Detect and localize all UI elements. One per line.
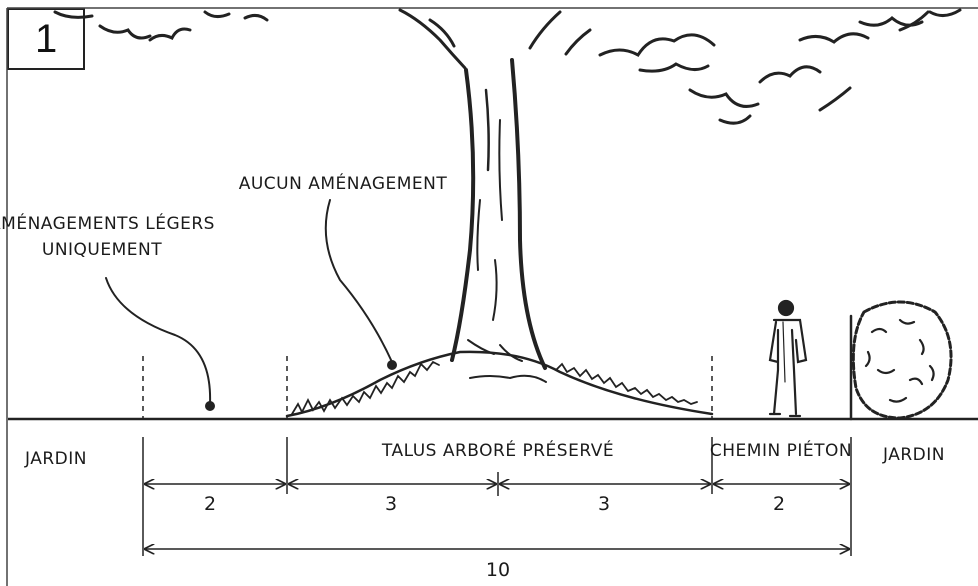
- annotation-no-development: AUCUN AMÉNAGEMENT: [239, 172, 448, 194]
- zone-label-garden-left: JARDIN: [24, 449, 87, 469]
- dimension-value-buffer: 2: [204, 493, 216, 515]
- annotation-light-only-line2: UNIQUEMENT: [42, 240, 162, 260]
- dimension-value-total: 10: [486, 559, 510, 581]
- zone-label-garden-right: JARDIN: [882, 445, 945, 465]
- dimension-extension-lines: [142, 437, 852, 556]
- embankment-mound-icon: [285, 350, 714, 418]
- dimension-value-embankment-left: 3: [385, 493, 397, 515]
- tree-canopy-icon: [53, 8, 962, 125]
- shrub-icon: [849, 300, 953, 421]
- dimension-value-embankment-right: 3: [598, 493, 610, 515]
- annotation-leaders: [105, 199, 397, 411]
- dimension-value-footpath: 2: [773, 493, 785, 515]
- dimension-lines: [145, 484, 849, 549]
- tree-trunk-icon: [450, 58, 547, 383]
- zone-label-footpath: CHEMIN PIÉTON: [710, 439, 852, 461]
- zone-dividers-dashed: [142, 356, 713, 418]
- pedestrian-icon: [768, 299, 808, 418]
- zone-label-embankment: TALUS ARBORÉ PRÉSERVÉ: [381, 439, 614, 461]
- annotation-light-only-line1: AMÉNAGEMENTS LÉGERS: [0, 212, 215, 234]
